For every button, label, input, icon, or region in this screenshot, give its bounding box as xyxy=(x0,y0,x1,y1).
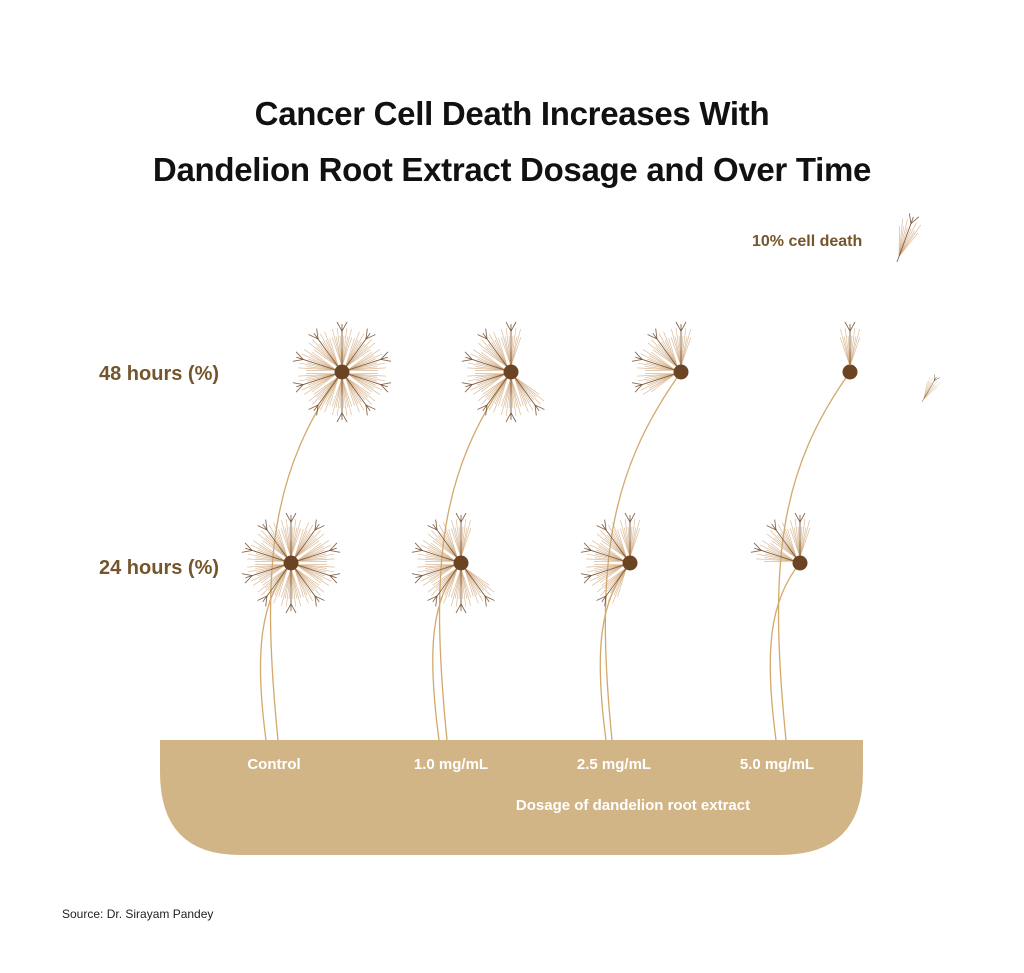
flower-48h-2-head xyxy=(673,364,689,380)
flower-24h-0-seed-4 xyxy=(257,562,292,607)
category-label-5-0: 5.0 mg/mL xyxy=(740,756,814,773)
flower-48h-0-seed-3 xyxy=(292,371,343,395)
flower-48h-1-seed-1 xyxy=(477,328,512,373)
flower-24h-0-seed-9 xyxy=(290,519,325,564)
source-note: Source: Dr. Sirayam Pandey xyxy=(62,907,214,921)
flower-48h-0-seed-5 xyxy=(331,372,353,423)
stem-24h-2 xyxy=(599,562,631,741)
flower-48h-0-seed-0 xyxy=(331,321,353,372)
flower-48h-1-head xyxy=(503,364,519,380)
flower-24h-2-seed-3 xyxy=(580,562,631,586)
flower-48h-0-seed-2 xyxy=(292,349,343,373)
flower-24h-2-seed-2 xyxy=(580,540,631,564)
flower-24h-1-seed-6 xyxy=(460,562,495,607)
flower-24h-1-head xyxy=(453,555,469,571)
flower-48h-0 xyxy=(292,321,392,423)
floating-seed xyxy=(921,374,941,403)
category-label-control: Control xyxy=(247,756,300,773)
flower-48h-2-seed-0 xyxy=(670,321,692,372)
flower-48h-2-seed-1 xyxy=(647,328,682,373)
flower-48h-0-seed-7 xyxy=(341,371,392,395)
flower-24h-1-seed-4 xyxy=(427,562,462,607)
stem-48h-1 xyxy=(438,371,512,741)
flower-24h-1-seed-2 xyxy=(411,540,462,564)
flower-48h-0-seed-4 xyxy=(308,371,343,416)
flower-48h-3-stalk xyxy=(839,321,861,372)
flower-48h-1-seed-4 xyxy=(477,371,512,416)
flower-24h-3 xyxy=(750,512,811,571)
row-label-24-hours: 24 hours (%) xyxy=(99,557,219,579)
stem-24h-3 xyxy=(769,562,801,741)
flower-48h-1-seed-3 xyxy=(461,371,512,395)
flower-48h-0-seed-9 xyxy=(341,328,376,373)
flower-24h-1-seed-3 xyxy=(411,562,462,586)
flower-24h-1-seed-5 xyxy=(450,563,472,614)
flower-24h-0-seed-1 xyxy=(257,519,292,564)
flower-24h-0-seed-5 xyxy=(280,563,302,614)
flower-48h-1 xyxy=(461,321,545,423)
flower-48h-3 xyxy=(839,321,861,380)
flower-24h-2 xyxy=(580,512,641,607)
row-label-48-hours: 48 hours (%) xyxy=(99,363,219,385)
labels-layer: 48 hours (%) 24 hours (%) Control 1.0 mg… xyxy=(99,233,862,814)
flower-24h-2-seed-0 xyxy=(619,512,641,563)
flower-24h-0 xyxy=(241,512,341,614)
flower-24h-0-seed-0 xyxy=(280,512,302,563)
flower-24h-2-head xyxy=(622,555,638,571)
stems-layer xyxy=(259,371,851,741)
chart-title-line1: Cancer Cell Death Increases With xyxy=(254,95,770,132)
legend-seed-icon xyxy=(896,213,921,263)
flower-24h-2-seed-1 xyxy=(596,519,631,564)
flower-24h-3-seed-0 xyxy=(789,512,811,563)
flower-24h-0-seed-7 xyxy=(290,562,341,586)
ground-bowl xyxy=(160,740,863,855)
legend xyxy=(896,213,941,403)
flower-24h-3-head xyxy=(792,555,808,571)
flower-24h-0-seed-2 xyxy=(241,540,292,564)
flower-24h-3-seed-1 xyxy=(766,519,801,564)
flower-24h-0-seed-6 xyxy=(290,562,325,607)
flower-48h-1-seed-6 xyxy=(510,371,545,416)
flower-24h-3-seed-2 xyxy=(750,540,801,564)
flower-48h-2-seed-2 xyxy=(631,349,682,373)
flower-48h-0-seed-1 xyxy=(308,328,343,373)
flower-48h-1-seed-0 xyxy=(500,321,522,372)
flower-48h-0-head xyxy=(334,364,350,380)
ground-layer xyxy=(160,740,863,855)
flower-24h-0-head xyxy=(283,555,299,571)
flower-48h-1-seed-5 xyxy=(500,372,522,423)
flower-24h-1-seed-0 xyxy=(450,512,472,563)
chart-title: Cancer Cell Death Increases With Dandeli… xyxy=(0,86,1024,198)
legend-label: 10% cell death xyxy=(752,233,862,250)
flower-24h-0-seed-8 xyxy=(290,540,341,564)
flower-24h-1 xyxy=(411,512,495,614)
flower-24h-2-seed-4 xyxy=(596,562,631,607)
flowers-layer xyxy=(241,321,861,614)
category-label-2-5: 2.5 mg/mL xyxy=(577,756,651,773)
chart-title-line2: Dandelion Root Extract Dosage and Over T… xyxy=(152,151,872,188)
flower-48h-0-seed-8 xyxy=(341,349,392,373)
category-label-1-0: 1.0 mg/mL xyxy=(414,756,488,773)
floating-seed-icon xyxy=(921,374,941,403)
flower-48h-1-seed-2 xyxy=(461,349,512,373)
flower-24h-1-seed-1 xyxy=(427,519,462,564)
x-axis-label: Dosage of dandelion root extract xyxy=(516,797,750,814)
flower-48h-2-seed-3 xyxy=(631,371,682,395)
flower-24h-0-seed-3 xyxy=(241,562,292,586)
flower-48h-2 xyxy=(631,321,692,395)
stem-48h-3 xyxy=(777,371,851,741)
flower-48h-0-seed-6 xyxy=(341,371,376,416)
